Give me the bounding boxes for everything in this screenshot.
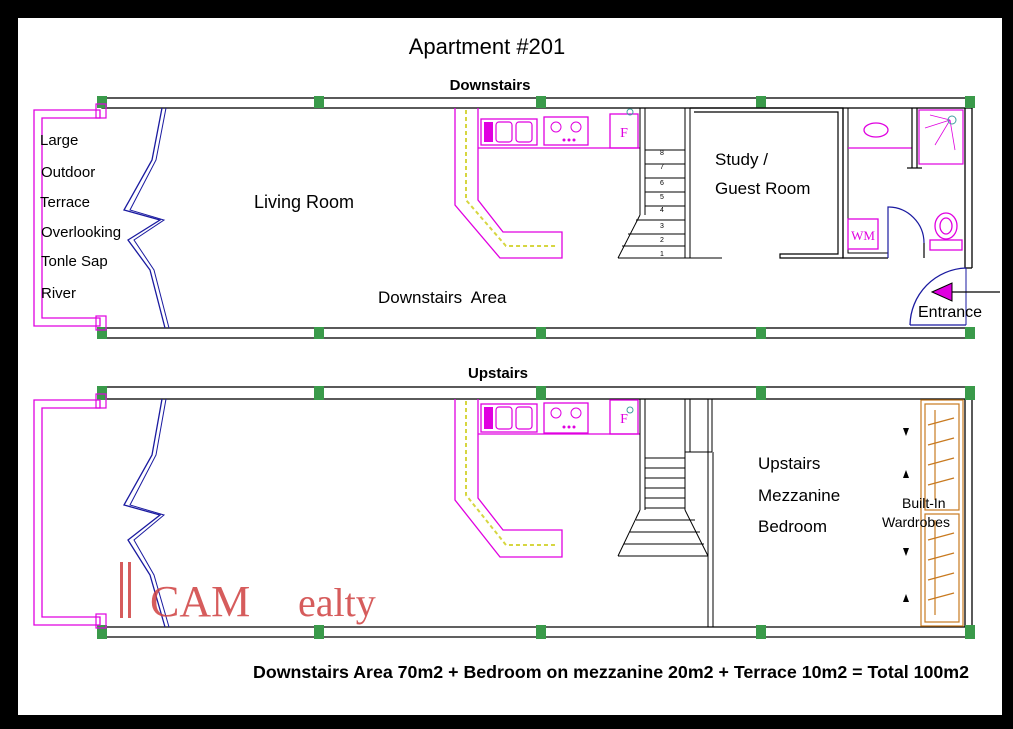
terrace-line-6: River: [41, 285, 76, 302]
terrace-line-1: Large: [40, 132, 78, 149]
terrace-railing: [33, 109, 101, 327]
downstairs-heading: Downstairs: [450, 77, 531, 94]
watermark-logo: CAM ealty: [120, 562, 376, 626]
downstairs-staircase: [617, 108, 722, 259]
bathroom-basin: [863, 122, 889, 138]
watermark-cam: CAM: [150, 577, 250, 626]
stair-step-2: 2: [660, 237, 664, 244]
bathroom-walls: [842, 108, 888, 259]
area-summary: Downstairs Area 70m2 + Bedroom on mezzan…: [253, 662, 969, 682]
plan-title: Apartment #201: [409, 34, 566, 59]
bedroom-label-1: Upstairs: [758, 454, 820, 473]
upstairs-plan: F Upstairs Mezza: [33, 386, 975, 639]
bedroom-label-2: Mezzanine: [758, 486, 840, 505]
stair-step-1: 1: [660, 251, 664, 258]
stair-step-5: 5: [660, 194, 664, 201]
stair-step-7: 7: [660, 164, 664, 171]
stair-step-8: 8: [660, 150, 664, 157]
built-in-wardrobes: [920, 399, 964, 627]
terrace-line-4: Overlooking: [41, 224, 121, 241]
living-room-label: Living Room: [254, 192, 354, 212]
watermark-ealty: ealty: [298, 580, 376, 625]
upstairs-staircase: [617, 399, 714, 627]
upstairs-kitchen-counter: [454, 399, 563, 558]
upstairs-fridge: [609, 399, 639, 435]
floor-plan-drawing: Apartment #201 Downstairs Large Outdoor …: [33, 34, 1000, 682]
upstairs-terrace-railing: [33, 399, 101, 626]
upstairs-columns: [97, 386, 975, 639]
bathroom-door: [887, 206, 925, 258]
washing-machine: [847, 218, 879, 250]
upstairs-stove: [543, 402, 589, 434]
toilet: [929, 212, 963, 251]
upstairs-sink: [480, 403, 538, 433]
entrance-door: [909, 267, 967, 326]
downstairs-columns: [97, 96, 975, 339]
study-label-2: Guest Room: [715, 179, 810, 198]
stair-step-4: 4: [660, 207, 664, 214]
downstairs-folding-doors: [123, 107, 166, 329]
downstairs-sink: [480, 118, 538, 146]
entrance-label: Entrance: [918, 304, 982, 321]
upstairs-fridge-label: F: [620, 412, 628, 427]
downstairs-area-label: Downstairs Area: [378, 288, 507, 307]
shower-area: [918, 109, 964, 165]
downstairs-fridge: [609, 113, 639, 149]
wardrobe-arrows: [903, 428, 909, 602]
stair-step-6: 6: [660, 180, 664, 187]
terrace-line-2: Outdoor: [41, 164, 95, 181]
upstairs-folding-doors: [123, 398, 166, 628]
washing-machine-label: WM: [851, 228, 875, 243]
terrace-line-3: Terrace: [40, 194, 90, 211]
downstairs-kitchen-counter: [454, 108, 563, 259]
bedroom-label-3: Bedroom: [758, 517, 827, 536]
terrace-line-5: Tonle Sap: [41, 253, 108, 270]
wardrobe-label-2: Wardrobes: [882, 514, 950, 530]
downstairs-stove: [543, 116, 589, 146]
floor-plan-sheet: Apartment #201 Downstairs Large Outdoor …: [18, 18, 1002, 715]
stair-step-3: 3: [660, 223, 664, 230]
entrance-arrow: [930, 282, 953, 302]
study-label-1: Study /: [715, 150, 768, 169]
downstairs-plan: Large Outdoor Terrace Overlooking Tonle …: [33, 96, 1000, 339]
wardrobe-label-1: Built-In: [902, 495, 946, 511]
downstairs-fridge-label: F: [620, 126, 628, 141]
upstairs-heading: Upstairs: [468, 365, 528, 382]
